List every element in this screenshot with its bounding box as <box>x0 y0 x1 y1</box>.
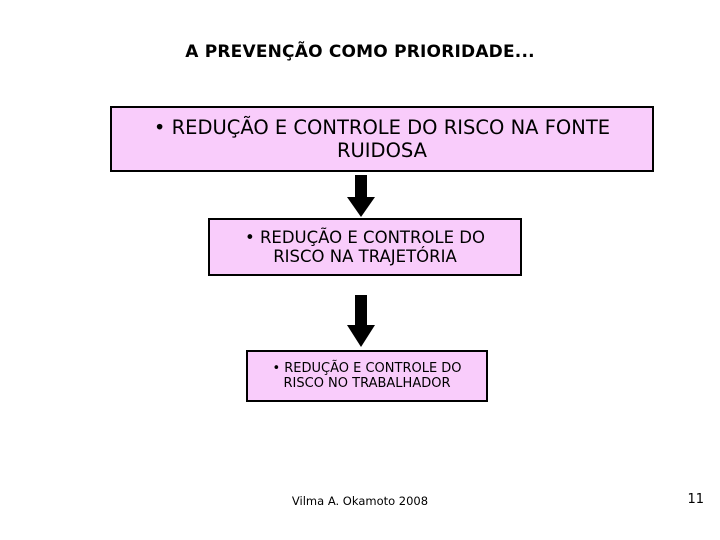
page-title: A PREVENÇÃO COMO PRIORIDADE... <box>185 42 535 62</box>
flow-box-fonte-ruidosa: • REDUÇÃO E CONTROLE DO RISCO NA FONTE R… <box>110 106 654 172</box>
flow-box-trajetoria: • REDUÇÃO E CONTROLE DO RISCO NA TRAJETÓ… <box>208 218 522 276</box>
flow-box-trajetoria-line2: RISCO NA TRAJETÓRIA <box>273 247 457 266</box>
flow-box-fonte-ruidosa-text: • REDUÇÃO E CONTROLE DO RISCO NA FONTE R… <box>112 116 652 162</box>
arrow-down-icon <box>339 295 383 348</box>
flow-box-trabalhador-line1: • REDUÇÃO E CONTROLE DO <box>272 360 462 376</box>
flow-box-trajetoria-text: • REDUÇÃO E CONTROLE DO RISCO NA TRAJETÓ… <box>210 228 520 267</box>
flow-box-trajetoria-line1: • REDUÇÃO E CONTROLE DO <box>244 227 485 247</box>
arrow-head <box>347 325 375 347</box>
page-number: 11 <box>687 492 704 507</box>
arrow-shaft <box>355 295 367 329</box>
flow-box-trabalhador: • REDUÇÃO E CONTROLE DO RISCO NO TRABALH… <box>246 350 488 402</box>
flow-box-trabalhador-text: • REDUÇÃO E CONTROLE DO RISCO NO TRABALH… <box>248 361 486 392</box>
flow-box-trabalhador-line2: RISCO NO TRABALHADOR <box>283 376 451 391</box>
arrow-down-icon <box>339 175 383 217</box>
flow-box-fonte-ruidosa-line2: RUIDOSA <box>336 139 428 162</box>
footer-credit: Vilma A. Okamoto 2008 <box>291 494 429 508</box>
arrow-head <box>347 197 375 217</box>
flow-box-fonte-ruidosa-line1: • REDUÇÃO E CONTROLE DO RISCO NA FONTE <box>153 116 611 139</box>
arrow-shaft <box>355 175 367 201</box>
